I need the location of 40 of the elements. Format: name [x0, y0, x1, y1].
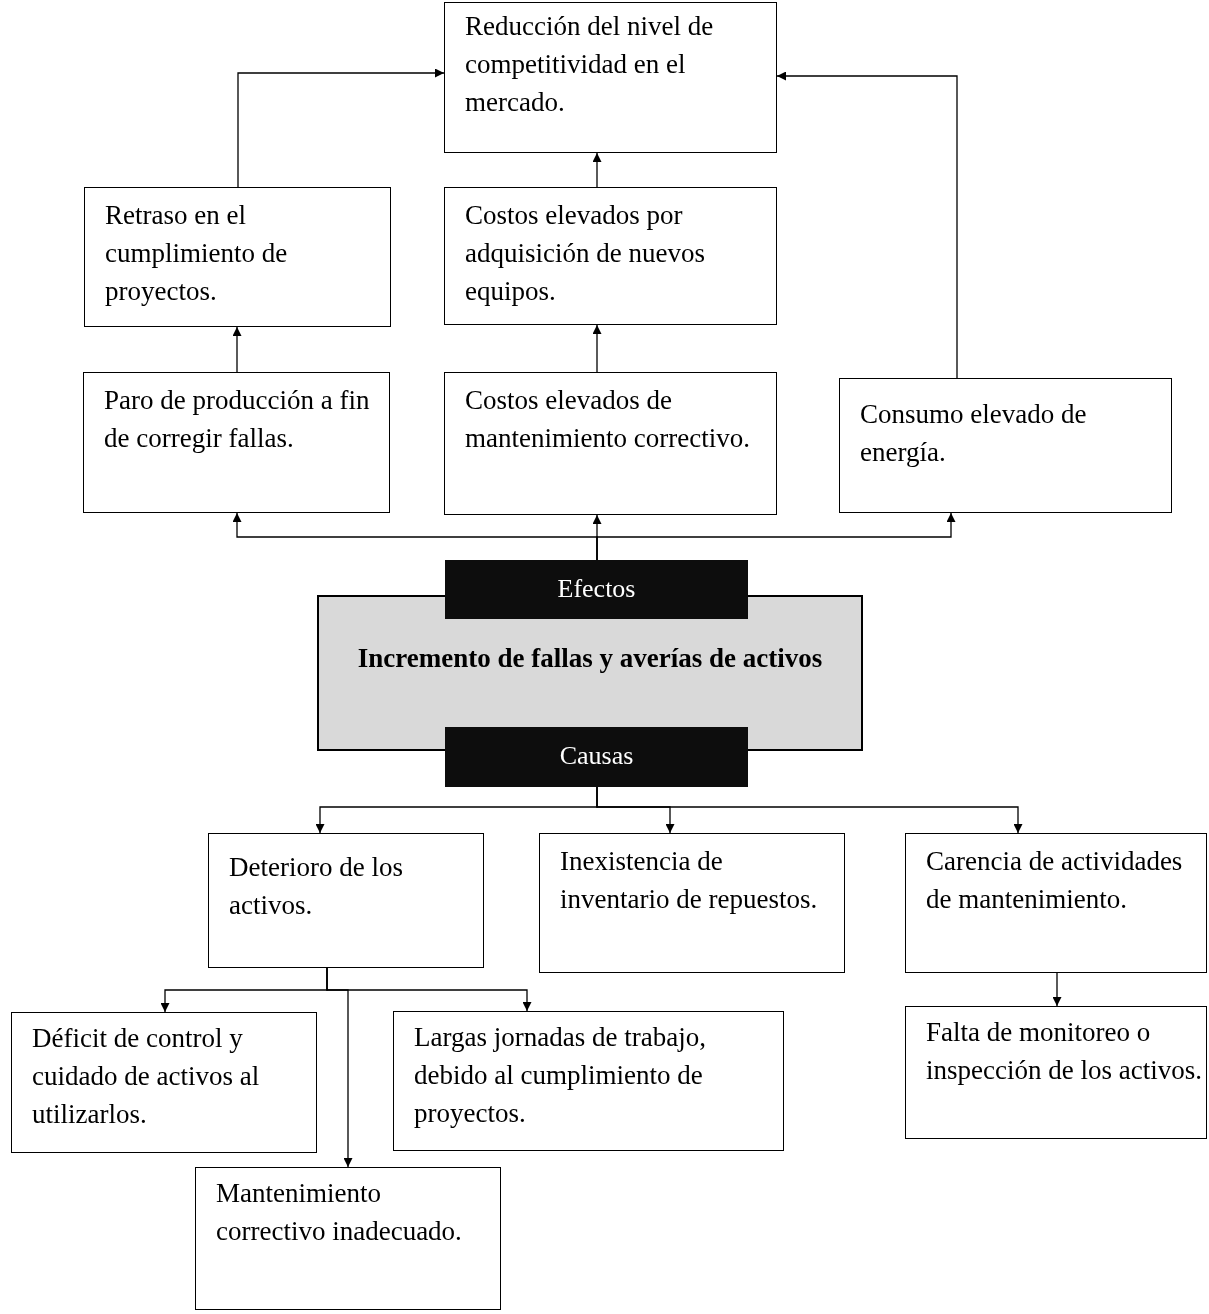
process-box	[444, 2, 777, 153]
box-text: Mantenimiento correctivo inadecuado.	[216, 1177, 463, 1248]
box-text: Carencia de actividades de mantenimiento.	[926, 845, 1184, 916]
arrow	[592, 152, 602, 188]
process-box	[444, 372, 777, 515]
arrow	[776, 71, 958, 379]
arrow	[1052, 972, 1062, 1007]
process-box	[84, 187, 391, 327]
process-box	[905, 1006, 1207, 1139]
arrow	[326, 967, 353, 1168]
process-box	[11, 1012, 317, 1153]
box-text: Retraso en el cumplimiento de proyectos.	[105, 199, 289, 308]
arrow	[237, 68, 445, 188]
box-text: Paro de producción a fin de corregir fallas.	[104, 384, 371, 455]
band-label: Causas	[558, 741, 635, 771]
process-box	[393, 1011, 784, 1151]
process-box	[444, 187, 777, 325]
box-text: Falta de monitoreo o inspección de los activos.	[926, 1016, 1202, 1087]
box-text: Consumo elevado de energía.	[860, 398, 1088, 469]
process-box	[83, 372, 390, 513]
box-text: Costos elevados por adquisición de nuevos equipos.	[465, 199, 706, 308]
process-box	[839, 378, 1172, 513]
process-box	[195, 1167, 501, 1310]
process-box	[905, 833, 1207, 973]
box-text: Largas jornadas de trabajo, debido al cumplimiento de proyectos.	[414, 1021, 707, 1130]
box-text: Déficit de control y cuidado de activos al utilizarlos.	[32, 1022, 261, 1131]
box-text: Deterioro de los activos.	[229, 851, 404, 922]
header-band	[445, 727, 748, 787]
arrow	[592, 324, 602, 373]
process-box	[539, 833, 845, 973]
box-text: Reducción del nivel de competitividad en el mercado.	[465, 10, 715, 119]
process-box	[208, 833, 484, 968]
problem-title: Incremento de fallas y averías de activos	[356, 642, 824, 675]
box-text: Costos elevados de mantenimiento correctivo.	[465, 384, 751, 455]
header-band	[445, 560, 748, 619]
arrow	[596, 786, 1023, 834]
box-text: Inexistencia de inventario de repuestos.	[560, 845, 819, 916]
arrow	[596, 512, 956, 561]
arrow	[232, 326, 242, 373]
band-label: Efectos	[556, 574, 637, 604]
